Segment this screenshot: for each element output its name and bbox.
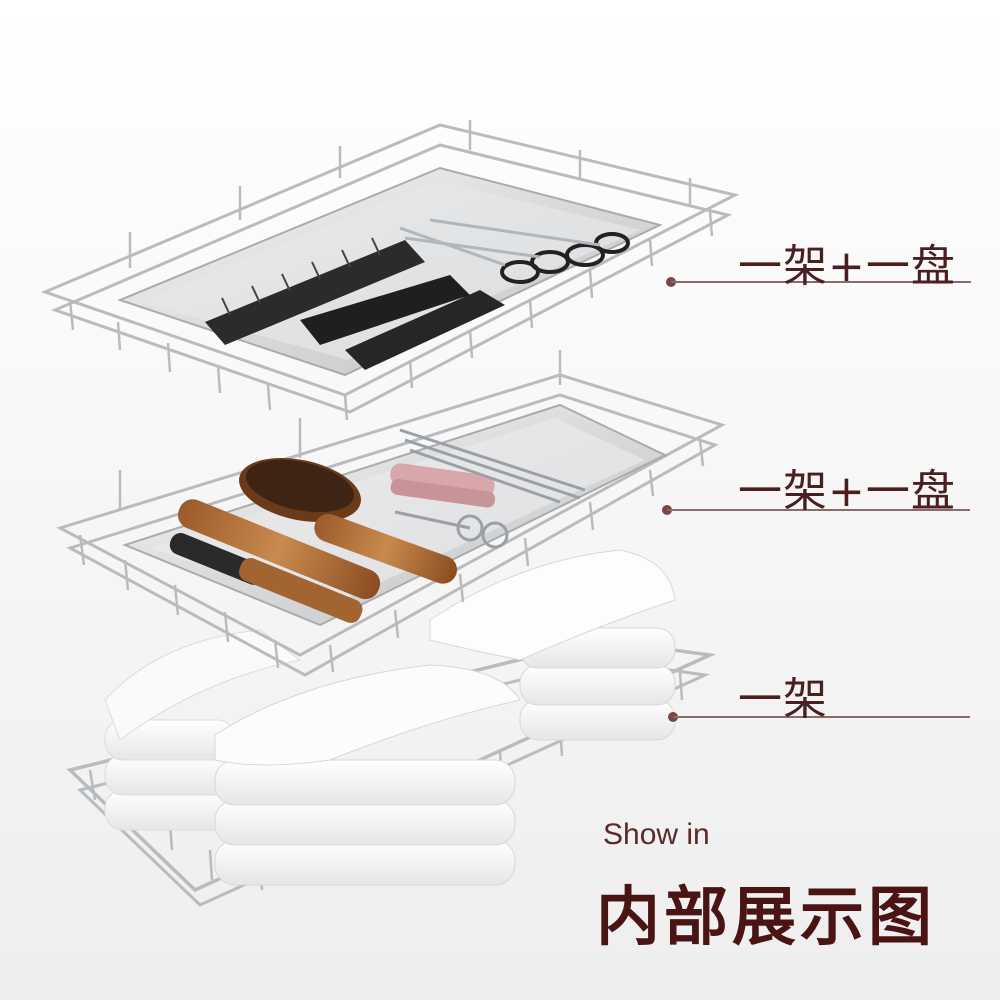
callout-line-bottom	[673, 716, 970, 718]
towel-stacks	[104, 549, 676, 886]
callout-label-middle: 一架+一盘	[738, 466, 956, 517]
middle-rack	[56, 350, 726, 677]
caption-subtitle: Show in	[603, 818, 710, 851]
caption-title: 内部展示图	[596, 881, 936, 955]
callout-label-top: 一架+一盘	[738, 241, 956, 292]
callout-line-top	[671, 281, 971, 283]
top-rack	[40, 120, 740, 421]
callout-line-middle	[667, 509, 970, 511]
callout-label-bottom: 一架	[738, 674, 828, 725]
